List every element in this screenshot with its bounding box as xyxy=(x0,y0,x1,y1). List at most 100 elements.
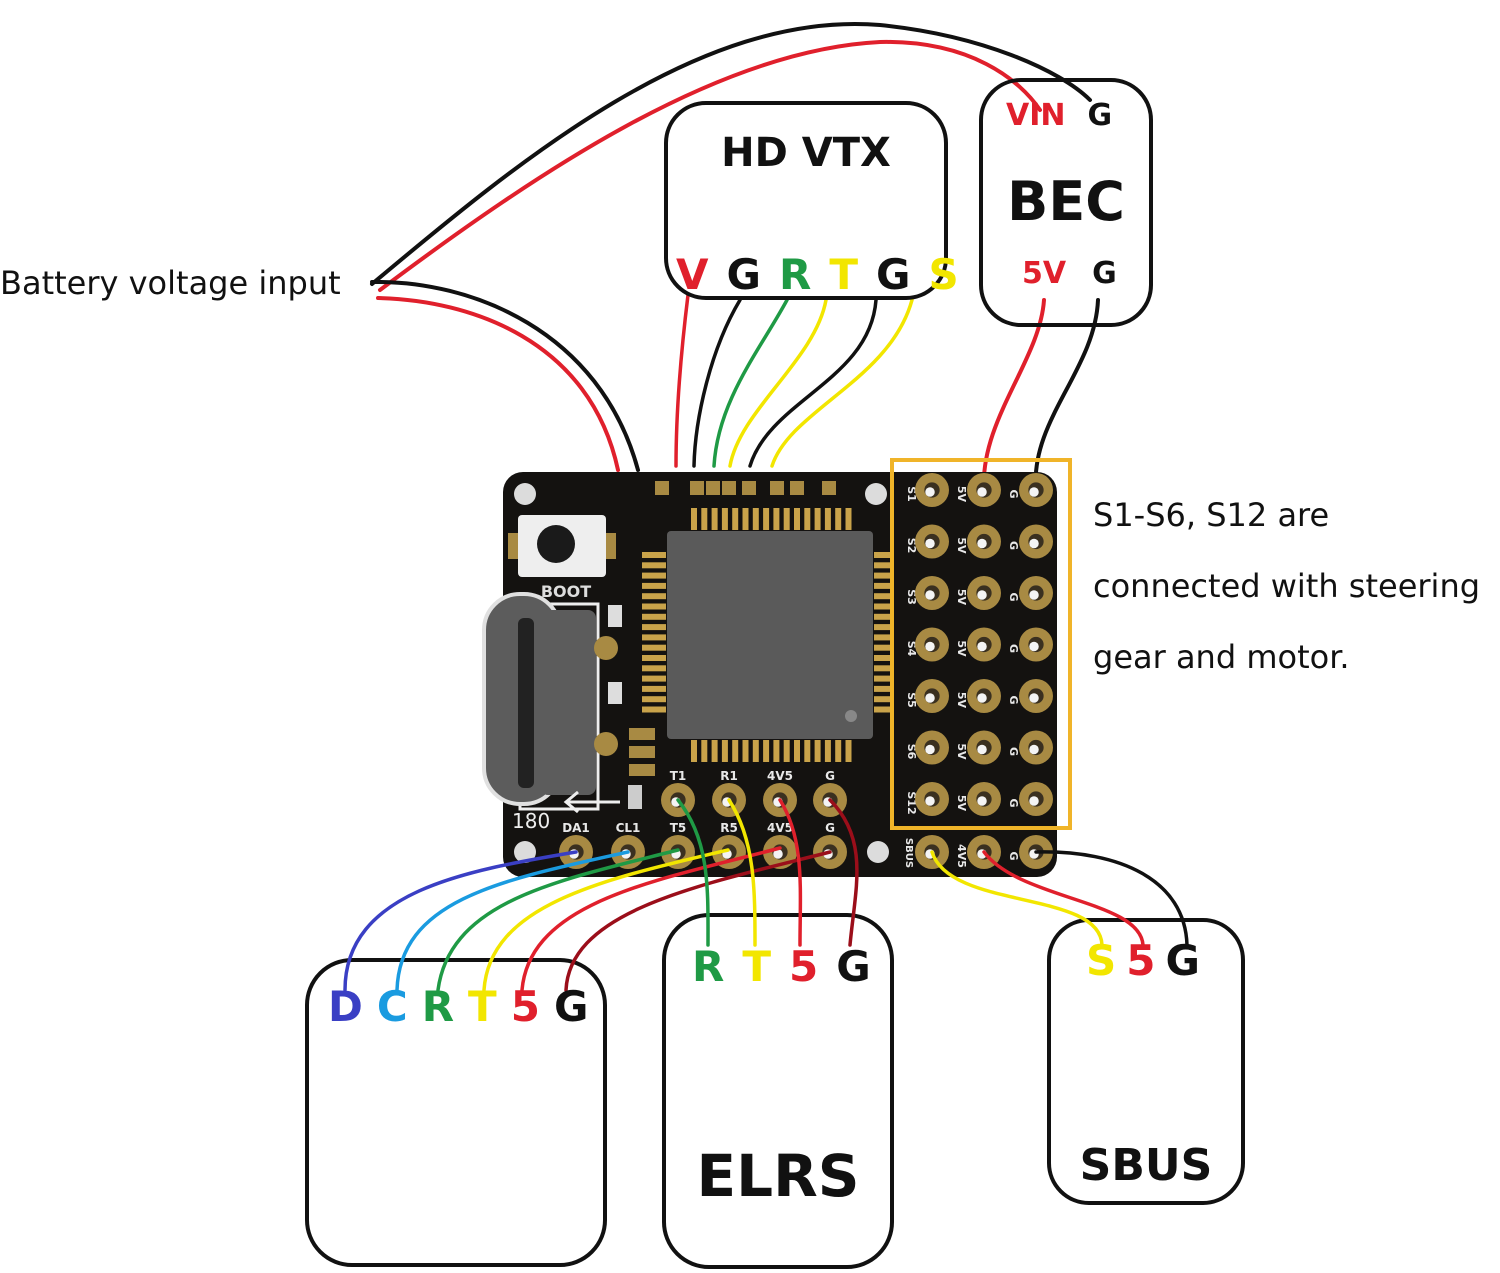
mcu-pin xyxy=(814,508,821,530)
solder-pad[interactable] xyxy=(1019,782,1053,816)
mcu-pin xyxy=(642,613,666,620)
vtx-v-wire xyxy=(674,293,690,468)
pad-label: 5V xyxy=(955,795,968,812)
pad-label: R5 xyxy=(720,821,738,835)
battery-positive-wire-to-board xyxy=(376,296,620,472)
mount-hole xyxy=(514,841,536,863)
servo-note-line: gear and motor. xyxy=(1093,638,1350,676)
mcu-pin xyxy=(642,582,666,589)
bec-box xyxy=(979,78,1153,327)
solder-pad[interactable] xyxy=(1019,627,1053,662)
elrs-r-wire xyxy=(676,798,710,947)
pad-label: S12 xyxy=(905,791,918,814)
solder-pad[interactable] xyxy=(1019,524,1053,559)
pad-label: 4V5 xyxy=(767,821,793,835)
mcu-pin xyxy=(732,508,739,530)
pin-label-r: R xyxy=(421,982,455,1031)
boot-button-icon[interactable] xyxy=(537,525,575,563)
mcu-pin xyxy=(824,740,831,762)
mcu-pin xyxy=(804,508,811,530)
solder-pad[interactable] xyxy=(1019,576,1053,610)
solder-pad[interactable] xyxy=(967,730,1001,765)
solder-pad[interactable] xyxy=(915,679,949,713)
corner-label: 180 xyxy=(512,809,550,833)
pin-label-v: V xyxy=(676,250,709,299)
pad-label: 4V5 xyxy=(767,769,793,783)
mcu-pin xyxy=(742,508,749,530)
mcu-pin xyxy=(642,655,666,661)
solder-pad[interactable] xyxy=(915,782,949,816)
solder-pad[interactable] xyxy=(1019,473,1053,507)
unnamed-module-box xyxy=(305,958,607,1267)
hd-vtx-title: HD VTX xyxy=(721,130,891,176)
pin-label-t: T xyxy=(742,942,771,991)
solder-pad[interactable] xyxy=(763,835,797,869)
solder-pad[interactable] xyxy=(967,679,1001,713)
pin-label-s: S xyxy=(1086,936,1117,985)
mcu-pin xyxy=(874,593,894,600)
mcu-pin xyxy=(835,740,842,762)
mcu-pin xyxy=(642,572,666,579)
mcu-pin xyxy=(824,508,831,530)
mcu-pin xyxy=(691,508,697,530)
solder-pad[interactable] xyxy=(967,473,1001,507)
mcu-pin xyxy=(783,740,790,762)
mcu-pin xyxy=(874,562,894,569)
solder-pad[interactable] xyxy=(915,627,949,662)
pin-label-g: G xyxy=(1092,256,1117,291)
vtx-r-wire xyxy=(712,298,789,468)
pad-label: 5V xyxy=(955,640,968,657)
smd-pad xyxy=(655,481,669,495)
hd-vtx-box xyxy=(664,101,948,300)
mcu-pin xyxy=(874,624,894,631)
solder-pad[interactable] xyxy=(915,576,949,610)
arrow-icon xyxy=(563,790,620,814)
solder-pad[interactable] xyxy=(967,524,1001,559)
smd-pad xyxy=(790,481,804,495)
pin-label-5v: 5V xyxy=(1022,256,1067,291)
pad-label: SBUS xyxy=(903,838,914,868)
mcu-pin xyxy=(691,740,697,762)
pad-label: 4V5 xyxy=(955,844,968,868)
mcu-pin xyxy=(874,634,894,641)
elrs-box xyxy=(662,913,894,1269)
solder-pad[interactable] xyxy=(967,576,1001,610)
solder-pad[interactable] xyxy=(915,730,949,765)
pad-label: DA1 xyxy=(562,821,590,835)
mcu-pin xyxy=(874,603,894,610)
pad-label: G xyxy=(1007,644,1020,653)
servo-highlight-box xyxy=(890,458,1072,830)
unnamed-c-wire xyxy=(395,850,630,992)
mcu-pin xyxy=(874,644,894,651)
pin-label-g: G xyxy=(1087,98,1113,133)
mcu-pin xyxy=(701,740,708,762)
solder-pad[interactable] xyxy=(915,524,949,559)
mount-hole xyxy=(865,483,887,505)
mcu-pin xyxy=(783,508,790,530)
pin-label-g: G xyxy=(836,942,871,991)
battery-positive-wire-to-bec xyxy=(378,39,1042,292)
pin-label-c: C xyxy=(376,982,408,1031)
mcu-pin xyxy=(642,696,666,703)
solder-pad[interactable] xyxy=(967,627,1001,662)
mcu-pin xyxy=(835,508,842,530)
solder-pad[interactable] xyxy=(915,473,949,507)
smd-pad xyxy=(706,481,720,495)
solder-pad[interactable] xyxy=(1019,679,1053,713)
usb-c-housing xyxy=(540,610,596,795)
solder-pad[interactable] xyxy=(1019,730,1053,765)
mount-hole xyxy=(867,841,889,863)
mcu-pin xyxy=(874,685,894,692)
pad-label: G xyxy=(1007,541,1020,550)
pad-label: 5V xyxy=(955,589,968,606)
servo-note-line: connected with steering xyxy=(1093,567,1481,605)
vtx-s-wire xyxy=(770,298,914,468)
solder-pad[interactable] xyxy=(967,782,1001,816)
pad-label: S4 xyxy=(905,641,918,657)
pin-label-g: G xyxy=(1165,936,1200,985)
